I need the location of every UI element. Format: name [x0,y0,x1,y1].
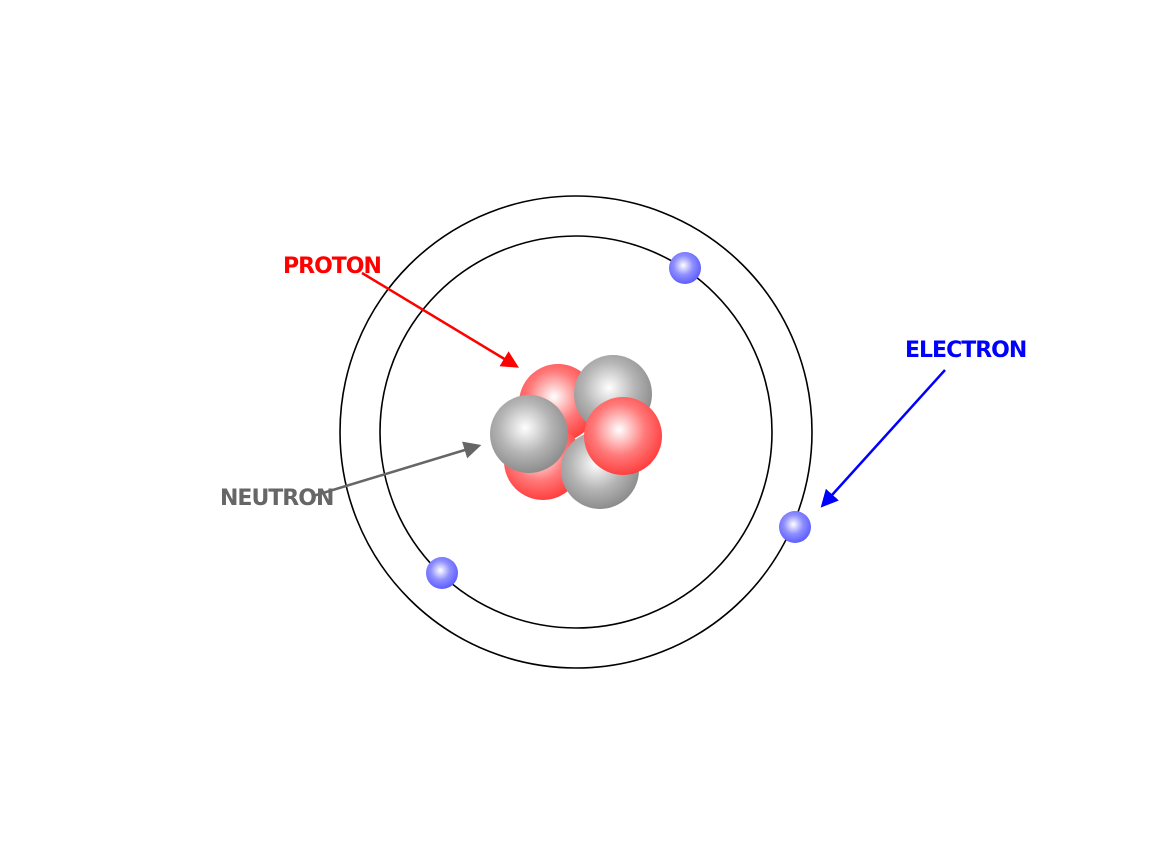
proton-arrow [361,271,519,368]
neutron-arrow [312,441,482,498]
electron-arrow [820,369,946,508]
outer-orbit [339,195,813,669]
proton-particle [584,397,662,475]
electron-particle [669,252,701,284]
inner-orbit [379,235,773,629]
proton-label: PROTON [283,254,381,279]
nucleus [490,355,662,509]
electron-particle [426,557,458,589]
electron-particle [779,511,811,543]
neutron-label: NEUTRON [220,486,333,511]
electron-label: ELECTRON [905,338,1026,363]
neutron-particle [490,395,568,473]
